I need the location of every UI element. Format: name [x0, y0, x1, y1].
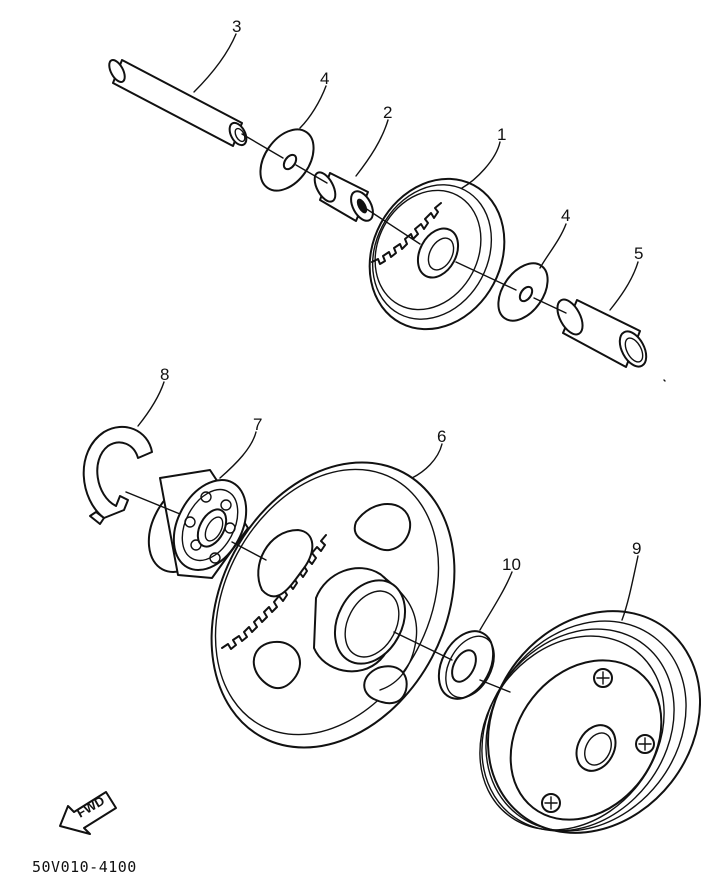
label-part-9: 9	[632, 539, 641, 558]
label-part-8: 8	[160, 365, 169, 384]
drawing-code: 50V010-4100	[32, 858, 137, 876]
part-8-circlip	[82, 425, 153, 525]
leader-lines	[137, 33, 639, 631]
part-7-bearing	[147, 469, 249, 579]
part-2-collar	[313, 171, 374, 222]
label-part-5: 5	[634, 244, 643, 263]
part-5-bushing	[556, 298, 648, 368]
label-part-10: 10	[502, 555, 521, 574]
forward-direction-arrow: FWD	[59, 791, 117, 835]
label-part-6: 6	[437, 427, 446, 446]
part-10-washer	[437, 630, 495, 700]
part-4-washer-upper	[259, 128, 315, 192]
part-6-starter-wheel-gear	[210, 461, 456, 749]
label-part-2: 2	[383, 103, 392, 122]
part-1-idle-gear	[368, 177, 506, 331]
part-number-labels: 3 4 2 1 4 5 8 7 6 10 9	[160, 17, 643, 574]
part-9-clutch-housing	[479, 610, 701, 834]
part-4-washer-lower	[497, 262, 549, 322]
assembly-axis-lines	[125, 133, 666, 693]
label-part-1: 1	[497, 125, 506, 144]
label-part-7: 7	[253, 415, 262, 434]
label-part-4-lower: 4	[561, 206, 570, 225]
label-part-3: 3	[232, 17, 241, 36]
label-part-4-upper: 4	[320, 69, 329, 88]
part-3-shaft	[108, 59, 248, 147]
